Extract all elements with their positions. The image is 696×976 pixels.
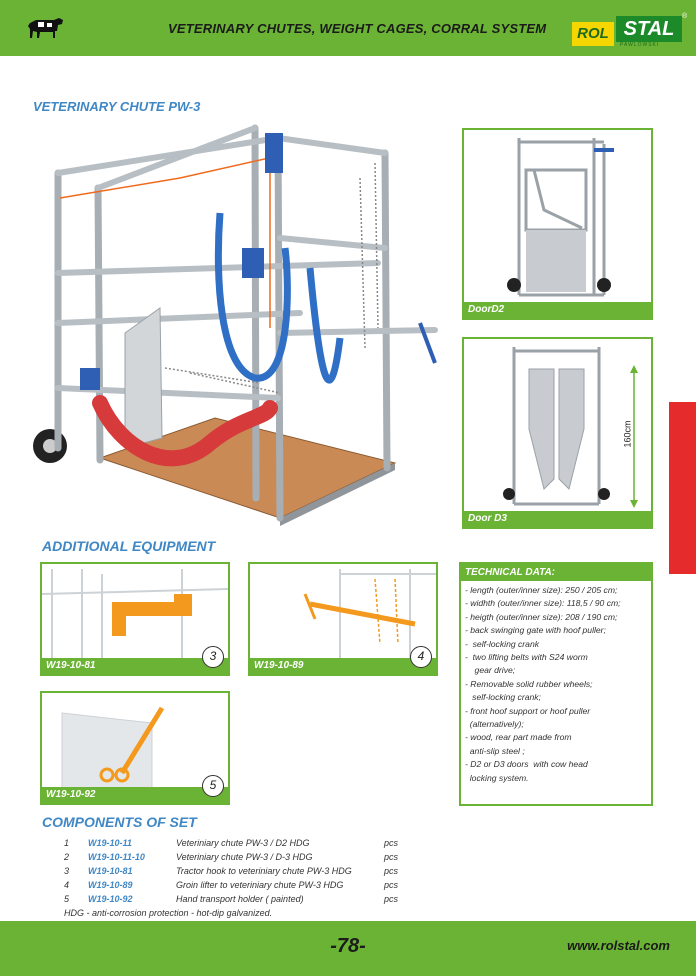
equipment-number: 3 [202,646,224,668]
technical-data-line: - Removable solid rubber wheels; [465,678,593,689]
technical-data-line: self-locking crank; [465,692,541,703]
equipment-code: W19-10-89 [250,658,436,674]
component-description: Hand transport holder ( painted) [176,894,304,904]
website-link[interactable]: www.rolstal.com [567,938,670,953]
component-number: 3 [64,866,70,876]
technical-data-line: - heigth (outer/inner size): 208 / 190 c… [465,611,618,622]
technical-data-line: locking system. [465,772,529,783]
component-description: Veteriniary chute PW-3 / D-3 HDG [176,852,313,862]
component-number: 4 [64,880,70,890]
component-unit: pcs [384,838,399,848]
component-unit: pcs [384,866,399,876]
technical-data-line: - wood, rear part made from [465,732,572,743]
hdg-note: HDG - anti-corrosion protection - hot-di… [64,908,273,918]
technical-data-line: - back swinging gate with hoof puller; [465,625,606,636]
door-d3-drawing [503,347,638,508]
door-d2-panel: DoorD2 [462,128,653,320]
equipment-item: W19-10-92 5 [40,691,230,805]
door-d3-caption: Door D3 [464,511,651,527]
equipment-item: W19-10-89 4 [248,562,438,676]
additional-equipment-title: ADDITIONAL EQUIPMENT [42,538,216,554]
component-code: W19-10-11-10 [88,852,145,862]
equipment-number: 5 [202,775,224,797]
rolstal-logo: ROL STAL PAWLOWSKI ® [572,13,688,50]
component-code: W19-10-89 [88,880,133,890]
logo-stal: STAL [616,16,682,42]
equipment-item: W19-10-81 3 [40,562,230,676]
component-description: Groin lifter to veteriniary chute PW-3 H… [176,880,344,890]
component-description: Veteriniary chute PW-3 / D2 HDG [176,838,310,848]
page-footer: -78- www.rolstal.com [0,921,696,976]
equipment-number: 4 [410,646,432,668]
technical-data-line: - front hoof support or hoof puller [465,705,591,716]
groin-lifter-drawing [303,569,436,659]
page-number: -78- [330,935,366,957]
technical-data-line: - D2 or D3 doors with cow head [465,759,588,770]
technical-data-line: gear drive; [465,665,516,676]
component-code: W19-10-81 [88,866,133,876]
door-d2-caption: DoorD2 [464,302,651,318]
header-title: VETERINARY CHUTES, WEIGHT CAGES, CORRAL … [168,21,547,36]
transport-holder-drawing [61,706,165,789]
technical-data-line: - two lifting belts with S24 worm [465,652,588,663]
equipment-code: W19-10-81 [42,658,228,674]
component-unit: pcs [384,852,399,862]
tractor-hook-drawing [42,569,228,659]
technical-data-line: - widhth (outer/inner size): 118,5 / 90 … [465,598,621,609]
component-unit: pcs [384,894,399,904]
component-description: Tractor hook to veteriniary chute PW-3 H… [176,866,352,876]
logo-registered: ® [682,13,688,20]
veterinary-chute-illustration [33,124,438,526]
technical-data-line: - length (outer/inner size): 250 / 205 c… [465,585,618,595]
technical-data-panel: TECHNICAL DATA: - length (outer/inner si… [459,562,653,806]
equipment-code: W19-10-92 [42,787,228,803]
product-title: VETERINARY CHUTE PW-3 [33,99,201,114]
logo-subtitle: PAWLOWSKI [620,42,660,48]
technical-data-line: (alternatively); [465,719,524,730]
red-side-tab [669,402,696,574]
page-header: VETERINARY CHUTES, WEIGHT CAGES, CORRAL … [0,0,696,56]
component-unit: pcs [384,880,399,890]
cow-icon [28,18,63,38]
logo-rol: ROL [572,22,614,46]
component-code: W19-10-11 [88,838,132,848]
door-d3-panel: 160cm Door D3 [462,337,653,529]
technical-data-list: - length (outer/inner size): 250 / 205 c… [461,581,651,785]
component-number: 2 [64,852,70,862]
door-d2-drawing [507,138,614,297]
component-number: 1 [64,838,70,848]
technical-data-line: anti-slip steel ; [465,745,525,756]
components-title: COMPONENTS OF SET [42,814,197,830]
technical-data-title: TECHNICAL DATA: [461,564,651,581]
technical-data-line: - self-locking crank [465,638,540,649]
door-d3-dimension: 160cm [622,420,633,448]
component-code: W19-10-92 [88,894,133,904]
component-number: 5 [64,894,70,904]
